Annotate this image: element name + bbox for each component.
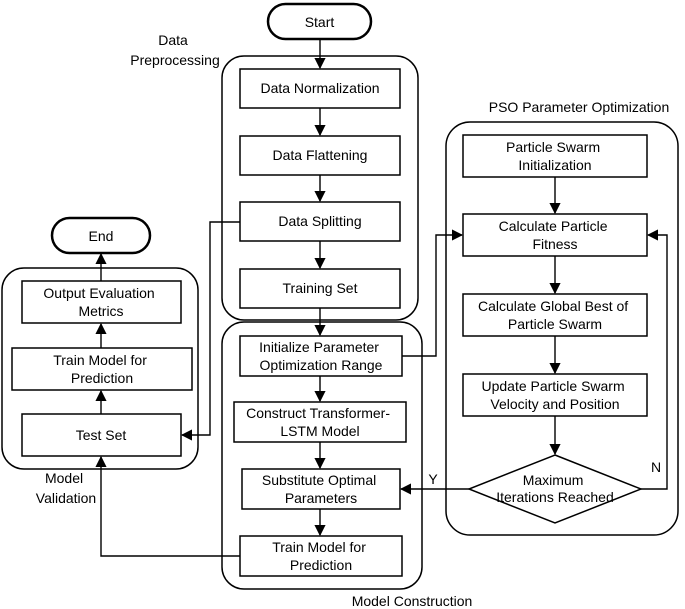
construction-train-label: Train Model for Prediction [272, 539, 370, 573]
training-set-label: Training Set [283, 280, 358, 296]
construction-train-box [239, 535, 403, 577]
pso-init-box [462, 134, 648, 178]
max-iterations-diamond [466, 454, 644, 524]
arrow-splitting-to-test-set [180, 221, 240, 441]
max-iterations-label: Maximum Iterations Reached [496, 472, 614, 505]
update-label: Update Particle Swarm Velocity and Posit… [481, 378, 628, 412]
update-box [462, 373, 648, 417]
arrow-train-to-test-set [95, 455, 240, 557]
arrow-no-loop-to-fitness [641, 229, 668, 490]
global-best-label: Calculate Global Best of Particle Swarm [478, 298, 632, 332]
output-metrics-label: Output Evaluation Metrics [43, 285, 158, 319]
no-label: N [651, 459, 661, 475]
validation-group-label: Model Validation [36, 470, 96, 506]
construction-group [221, 321, 423, 590]
pso-init-label: Particle Swarm Initialization [506, 139, 604, 173]
test-set-box [21, 413, 182, 457]
data-normalization-label: Data Normalization [260, 80, 379, 96]
end-label: End [89, 228, 114, 244]
init-range-box [239, 335, 403, 377]
validation-train-label: Train Model for Prediction [53, 352, 151, 386]
validation-group [1, 267, 199, 470]
validation-train-box [11, 347, 193, 391]
pso-group-label: PSO Parameter Optimization [489, 99, 670, 115]
output-metrics-box [21, 280, 182, 324]
pso-group [445, 121, 679, 536]
test-set-label: Test Set [76, 427, 127, 443]
training-set-box [239, 268, 401, 309]
data-splitting-label: Data Splitting [278, 213, 361, 229]
construction-group-label: Model Construction [352, 593, 473, 609]
arrow-init-range-to-fitness [402, 229, 464, 357]
yes-label: Y [428, 471, 438, 487]
data-flattening-label: Data Flattening [273, 147, 368, 163]
substitute-params-label: Substitute Optimal Parameters [262, 472, 380, 506]
construct-model-box [233, 401, 407, 443]
start-label: Start [305, 14, 335, 30]
data-normalization-box [239, 68, 401, 109]
init-range-label: Initialize Parameter Optimization Range [259, 339, 383, 373]
preprocessing-group-label: Data Preprocessing [130, 32, 220, 68]
fitness-label: Calculate Particle Fitness [499, 218, 612, 252]
data-flattening-box [239, 135, 401, 176]
construct-model-label: Construct Transformer- LSTM Model [246, 405, 394, 439]
global-best-box [462, 293, 648, 337]
